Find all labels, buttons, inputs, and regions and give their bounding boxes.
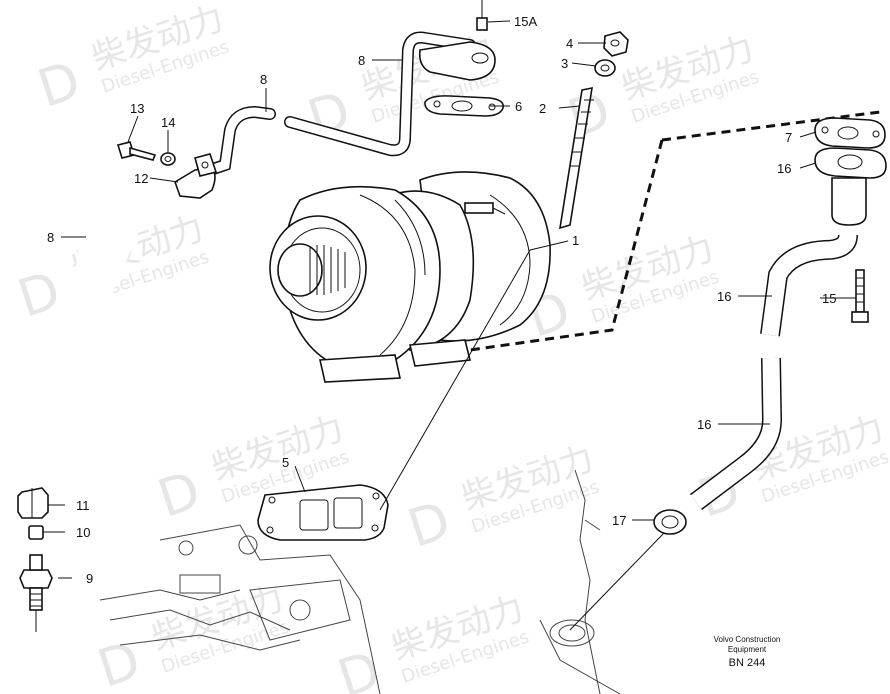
- callout-16-elbow: 16: [777, 161, 791, 176]
- svg-text:D: D: [401, 490, 458, 559]
- footer-company-line2: Equipment: [728, 645, 767, 654]
- footer-code: BN 244: [729, 657, 766, 669]
- callout-8-left: 8: [47, 230, 54, 245]
- callout-4: 4: [566, 36, 573, 51]
- svg-text:D: D: [331, 640, 388, 694]
- seal-ring-17: [653, 509, 687, 535]
- washer-3: [594, 59, 616, 77]
- callout-9: 9: [86, 571, 93, 586]
- engine-block: [99, 524, 381, 694]
- gasket-5: [257, 484, 389, 541]
- callout-15: 15: [822, 291, 836, 306]
- watermark: 柴发动力 Diesel-Engines D: [401, 438, 602, 559]
- oil-pipe-top: [204, 31, 476, 176]
- svg-text:D: D: [31, 50, 88, 119]
- stud-2: [559, 86, 594, 230]
- nut-4: [603, 31, 629, 57]
- elbow-16: [814, 147, 887, 226]
- dashed-connector-side: [469, 139, 664, 352]
- engine-block-right: [539, 469, 621, 694]
- dashed-connector-top: [661, 110, 881, 142]
- callout-1: 1: [572, 233, 579, 248]
- gasket-7: [814, 117, 886, 149]
- footer-block: Volvo Construction Equipment BN 244: [714, 635, 781, 669]
- leader-lines: [43, 20, 856, 631]
- footer-company-line1: Volvo Construction: [714, 635, 781, 644]
- washer-14: [160, 152, 176, 166]
- callout-3: 3: [561, 56, 568, 71]
- callout-12: 12: [134, 171, 148, 186]
- callout-8-upper: 8: [358, 53, 365, 68]
- watermark: 柴发动力 Diesel-Engines D: [691, 408, 890, 529]
- callouts: 1 2 3 4 5 6 7 8 8 8 9 10 11 12 13 14 15 …: [47, 14, 836, 586]
- callout-17: 17: [612, 513, 626, 528]
- clamp-12: [174, 153, 218, 199]
- callout-16-upper-hose: 16: [717, 289, 731, 304]
- sleeve-10: [28, 525, 44, 540]
- hose-16-upper: [760, 234, 858, 337]
- callout-7: 7: [785, 130, 792, 145]
- turbocharger: [269, 171, 551, 383]
- callout-13: 13: [130, 101, 144, 116]
- callout-5: 5: [282, 455, 289, 470]
- nut-15a: [476, 0, 488, 31]
- callout-6: 6: [515, 99, 522, 114]
- gasket-6: [424, 95, 505, 117]
- pipe-flange-top: [418, 41, 496, 81]
- callout-10: 10: [76, 525, 90, 540]
- nut-11: [17, 487, 49, 519]
- oil-pipe-left: [27, 190, 160, 483]
- svg-text:D: D: [151, 460, 208, 529]
- callout-16-lower-hose: 16: [697, 417, 711, 432]
- svg-text:D: D: [11, 260, 68, 329]
- callout-14: 14: [161, 115, 175, 130]
- callout-11: 11: [76, 498, 90, 513]
- svg-text:D: D: [91, 630, 148, 694]
- callout-15a: 15A: [514, 14, 537, 29]
- banjo-bolt-13: [116, 141, 157, 161]
- callout-2: 2: [539, 101, 546, 116]
- nipple-9: [19, 554, 53, 632]
- callout-8-top: 8: [260, 72, 267, 87]
- bolt-15: [851, 269, 869, 323]
- hose-16-lower: [689, 357, 783, 510]
